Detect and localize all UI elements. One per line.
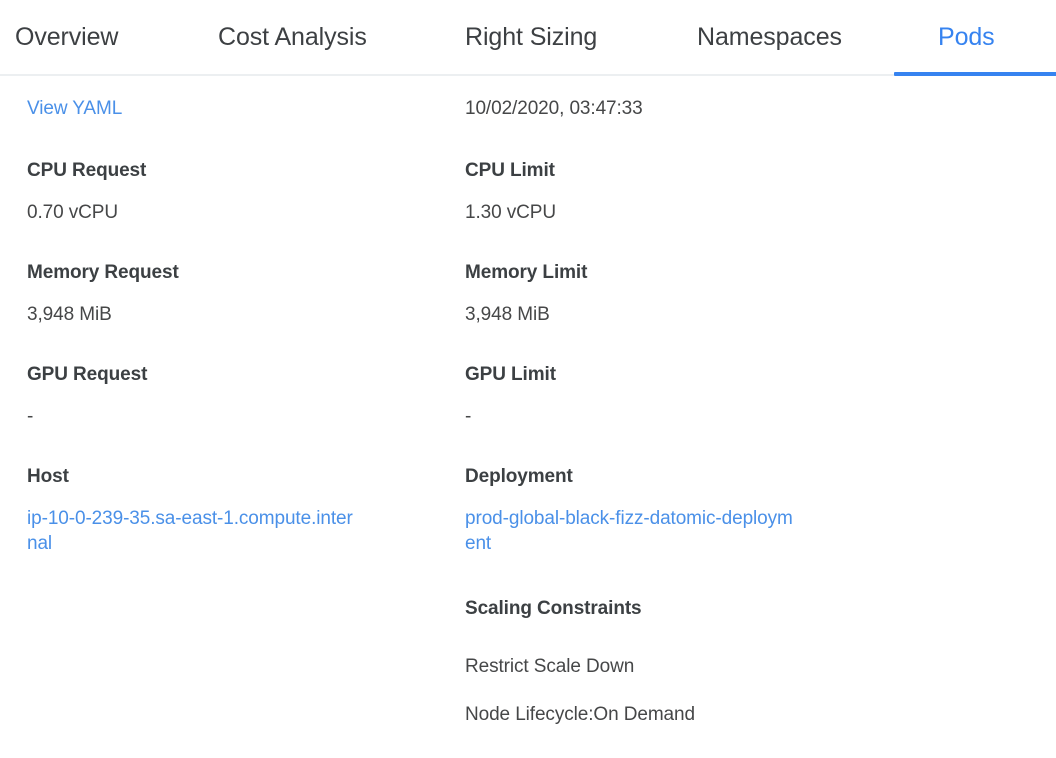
gpu-request-label: GPU Request (27, 364, 148, 385)
gpu-limit-value: - (465, 406, 472, 427)
memory-limit-value: 3,948 MiB (465, 304, 550, 325)
view-yaml-value: View YAML (27, 96, 372, 121)
field-timestamp: 10/02/2020, 03:47:33 (465, 96, 810, 121)
timestamp-value: 10/02/2020, 03:47:33 (465, 98, 643, 119)
view-yaml-field: View YAML (27, 96, 372, 121)
field-gpu-request: GPU Request - (27, 363, 372, 429)
tab-bar: Overview Cost Analysis Right Sizing Name… (0, 0, 1056, 76)
scaling-constraints-label: Scaling Constraints (465, 598, 642, 619)
field-cpu-limit: CPU Limit 1.30 vCPU (465, 159, 810, 225)
cpu-request-label: CPU Request (27, 160, 147, 181)
tab-pods[interactable]: Pods (894, 0, 1056, 76)
gpu-limit-label: GPU Limit (465, 364, 556, 385)
memory-limit-label: Memory Limit (465, 262, 588, 283)
pod-detail-panel: View YAML CPU Request 0.70 vCPU Memory R… (0, 76, 1056, 758)
deployment-label: Deployment (465, 466, 573, 487)
tab-pods-label: Pods (938, 22, 995, 51)
field-memory-request: Memory Request 3,948 MiB (27, 261, 372, 327)
active-tab-indicator (894, 72, 1056, 76)
memory-request-value: 3,948 MiB (27, 304, 112, 325)
tab-right-sizing[interactable]: Right Sizing (465, 0, 597, 74)
tab-overview-label: Overview (15, 22, 119, 51)
tab-right-sizing-label: Right Sizing (465, 22, 598, 51)
field-cpu-request: CPU Request 0.70 vCPU (27, 159, 372, 225)
tab-overview[interactable]: Overview (15, 0, 118, 74)
field-gpu-limit: GPU Limit - (465, 363, 810, 429)
tab-cost-analysis[interactable]: Cost Analysis (218, 0, 367, 74)
tab-namespaces-label: Namespaces (697, 22, 842, 51)
field-memory-limit: Memory Limit 3,948 MiB (465, 261, 810, 327)
deployment-value: prod-global-black-fizz-datomic-deploymen… (465, 506, 810, 556)
gpu-request-value: - (27, 406, 34, 427)
host-label: Host (27, 466, 69, 487)
field-scaling-constraints: Scaling Constraints Restrict Scale Down … (465, 597, 810, 727)
scaling-constraint-restrict-scale-down: Restrict Scale Down (465, 656, 635, 677)
tab-namespaces[interactable]: Namespaces (697, 0, 842, 74)
cpu-limit-value: 1.30 vCPU (465, 202, 556, 223)
field-host: Host ip-10-0-239-35.sa-east-1.compute.in… (27, 465, 372, 556)
host-value: ip-10-0-239-35.sa-east-1.compute.interna… (27, 506, 372, 556)
deployment-link[interactable]: prod-global-black-fizz-datomic-deploymen… (465, 508, 793, 554)
cpu-request-value: 0.70 vCPU (27, 202, 118, 223)
host-link[interactable]: ip-10-0-239-35.sa-east-1.compute.interna… (27, 508, 353, 554)
scaling-constraint-node-lifecycle: Node Lifecycle:On Demand (465, 704, 695, 725)
view-yaml-link[interactable]: View YAML (27, 98, 123, 119)
tab-cost-analysis-label: Cost Analysis (218, 22, 367, 51)
cpu-limit-label: CPU Limit (465, 160, 555, 181)
tab-bar-inner: Overview Cost Analysis Right Sizing Name… (0, 0, 1056, 76)
field-deployment: Deployment prod-global-black-fizz-datomi… (465, 465, 810, 556)
memory-request-label: Memory Request (27, 262, 179, 283)
